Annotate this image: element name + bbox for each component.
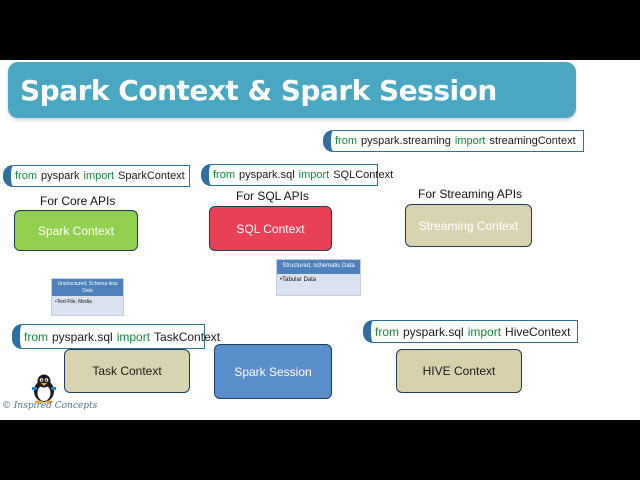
keyword-from: from bbox=[375, 324, 399, 339]
hive-context-label: HIVE Context bbox=[422, 364, 496, 378]
penguin-logo-icon bbox=[32, 374, 56, 403]
module-name: pyspark.sql bbox=[403, 324, 464, 339]
slide: Spark Context & Spark Session from pyspa… bbox=[0, 60, 640, 420]
streaming-context-box: Streaming Context bbox=[405, 204, 532, 247]
brand-watermark: © Inspired Concepts bbox=[2, 401, 98, 411]
task-context-box: Task Context bbox=[64, 349, 190, 393]
sql-context-label: SQL Context bbox=[236, 221, 305, 236]
keyword-from: from bbox=[24, 329, 48, 344]
note-structured-item: •Tabular Data bbox=[280, 276, 317, 283]
import-task-context: from pyspark.sql import TaskContext bbox=[12, 324, 220, 349]
keyword-import: import bbox=[467, 324, 502, 339]
class-name: streamingContext bbox=[489, 135, 576, 147]
streaming-context-label: Streaming Context bbox=[418, 218, 519, 233]
keyword-from: from bbox=[335, 135, 357, 147]
class-name: TaskContext bbox=[154, 329, 221, 344]
slide-title: Spark Context & Spark Session bbox=[20, 73, 497, 107]
hive-context-box: HIVE Context bbox=[396, 349, 522, 393]
note-unstructured-item: •Text File, Media bbox=[55, 299, 92, 305]
keyword-from: from bbox=[15, 170, 37, 182]
spark-session-label: Spark Session bbox=[234, 364, 312, 379]
keyword-from: from bbox=[213, 169, 235, 181]
class-name: SparkContext bbox=[118, 170, 185, 182]
keyword-import: import bbox=[454, 135, 486, 147]
keyword-import: import bbox=[83, 170, 115, 182]
spark-session-box: Spark Session bbox=[214, 344, 332, 399]
module-name: pyspark.sql bbox=[52, 329, 113, 344]
title-bar: Spark Context & Spark Session bbox=[8, 62, 576, 118]
module-name: pyspark.streaming bbox=[361, 135, 451, 147]
spark-context-box: Spark Context bbox=[14, 210, 138, 251]
import-hive-context: from pyspark.sql import HiveContext bbox=[363, 320, 578, 343]
note-structured-header: Structured, schematic Data bbox=[277, 260, 360, 274]
module-name: pyspark bbox=[41, 170, 80, 182]
spark-context-label: Spark Context bbox=[37, 223, 115, 238]
label-sql-apis: For SQL APIs bbox=[236, 189, 309, 203]
import-sql-context: from pyspark.sql import SQLContext bbox=[201, 164, 393, 186]
task-context-label: Task Context bbox=[92, 364, 162, 378]
label-core-apis: For Core APIs bbox=[40, 194, 116, 208]
keyword-import: import bbox=[298, 169, 330, 181]
label-streaming-apis: For Streaming APIs bbox=[418, 187, 523, 201]
sql-context-box: SQL Context bbox=[209, 206, 332, 251]
module-name: pyspark.sql bbox=[239, 169, 295, 181]
keyword-import: import bbox=[116, 329, 151, 344]
note-unstructured: Unstructured, Schema less Data •Text Fil… bbox=[51, 278, 124, 316]
note-unstructured-header: Unstructured, Schema less Data bbox=[52, 279, 123, 296]
class-name: SQLContext bbox=[333, 169, 394, 181]
class-name: HiveContext bbox=[505, 324, 571, 339]
import-streaming-context: from pyspark.streaming import streamingC… bbox=[323, 130, 584, 152]
note-structured: Structured, schematic Data •Tabular Data bbox=[276, 259, 361, 296]
import-spark-context: from pyspark import SparkContext bbox=[3, 165, 190, 187]
